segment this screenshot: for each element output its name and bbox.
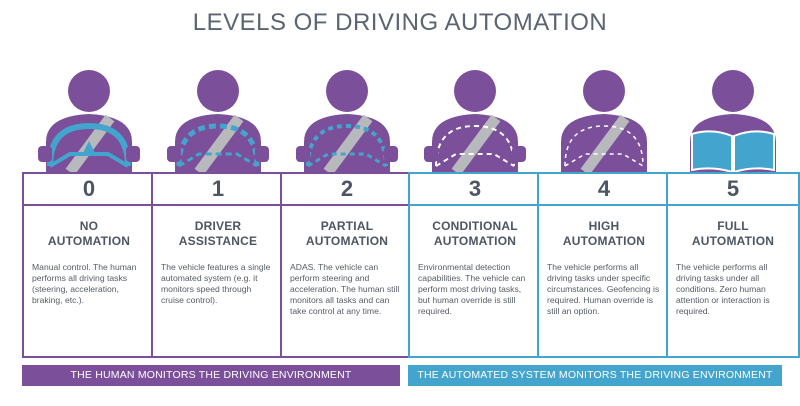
level-number: 0 bbox=[24, 174, 154, 206]
passenger-reading-book-icon bbox=[668, 60, 798, 172]
driver-assisted-wheel-icon bbox=[153, 60, 283, 172]
level-description: The vehicle performs all driving tasks u… bbox=[547, 262, 660, 316]
human-monitors-band: THE HUMAN MONITORS THE DRIVING ENVIRONME… bbox=[22, 365, 400, 386]
page-title: LEVELS OF DRIVING AUTOMATION bbox=[192, 9, 608, 36]
level-number: 4 bbox=[539, 174, 669, 206]
level-number: 2 bbox=[282, 174, 412, 206]
level-description: Environmental detection capabilities. Th… bbox=[418, 262, 526, 316]
level-number: 5 bbox=[668, 174, 798, 206]
level-number: 3 bbox=[410, 174, 540, 206]
level-number: 1 bbox=[153, 174, 283, 206]
system-monitors-band: THE AUTOMATED SYSTEM MONITORS THE DRIVIN… bbox=[408, 365, 782, 386]
level-description: Manual control. The human performs all d… bbox=[32, 262, 137, 305]
driver-partial-wheel-icon bbox=[282, 60, 412, 172]
driver-hands-on-wheel-icon bbox=[24, 60, 154, 172]
driver-conditional-wheel-icon bbox=[410, 60, 540, 172]
level-description: The vehicle performs all driving tasks u… bbox=[676, 262, 770, 316]
driver-optional-wheel-icon bbox=[539, 60, 669, 172]
level-description: The vehicle features a single automated … bbox=[161, 262, 271, 305]
level-description: ADAS. The vehicle can perform steering a… bbox=[290, 262, 400, 316]
